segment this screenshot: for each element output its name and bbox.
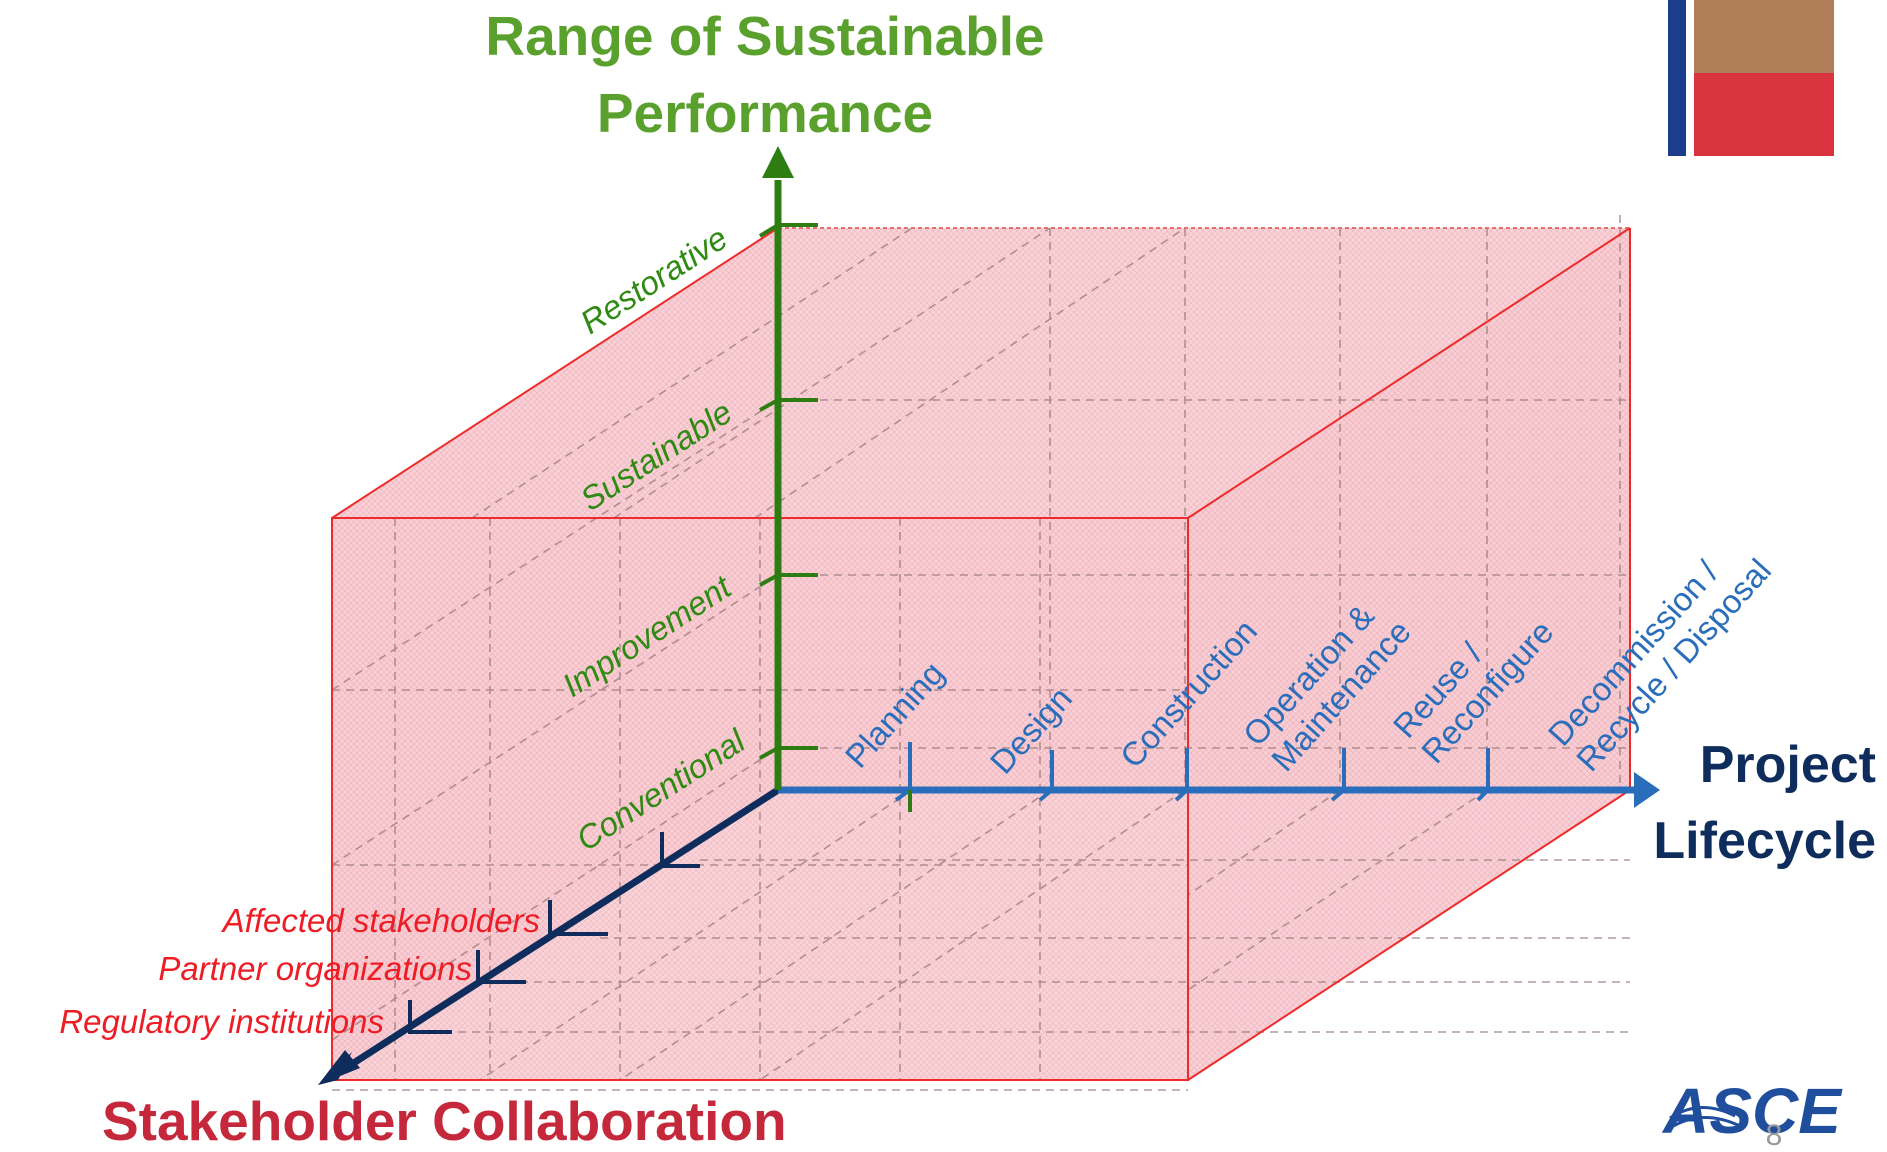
stakeholder-axis-title: Stakeholder Collaboration xyxy=(102,1090,787,1152)
lifecycle-axis-title: Lifecycle xyxy=(1653,812,1876,870)
performance-axis xyxy=(758,146,912,812)
box-edges xyxy=(331,227,1631,1081)
stakeholder-label: Affected stakeholders xyxy=(221,902,540,939)
lifecycle-axis-arrowhead xyxy=(1634,772,1660,808)
axis-titles: Range of Sustainable Performance Project… xyxy=(102,5,1876,1152)
performance-axis-title: Range of Sustainable xyxy=(485,5,1044,67)
volume-box xyxy=(331,215,1631,1091)
lifecycle-axis xyxy=(778,742,1660,808)
flag-logo xyxy=(1668,0,1834,156)
page-number: 8 xyxy=(1766,1119,1783,1152)
performance-axis-arrowhead xyxy=(762,146,794,178)
performance-axis-title: Performance xyxy=(597,82,933,144)
stakeholder-label: Regulatory institutions xyxy=(59,1003,384,1040)
lifecycle-axis-title: Project xyxy=(1700,736,1876,794)
stakeholder-axis xyxy=(318,787,780,1085)
performance-axis-ticks xyxy=(758,223,912,812)
box-right-face xyxy=(1188,228,1630,1080)
stakeholder-labels: Affected stakeholders Partner organizati… xyxy=(59,902,540,1040)
asce-logo: ASCE xyxy=(1661,1075,1843,1147)
stakeholder-label: Partner organizations xyxy=(158,950,472,987)
asce-logo-text: ASCE xyxy=(1661,1075,1843,1147)
stakeholder-axis-ticks xyxy=(408,832,700,1034)
